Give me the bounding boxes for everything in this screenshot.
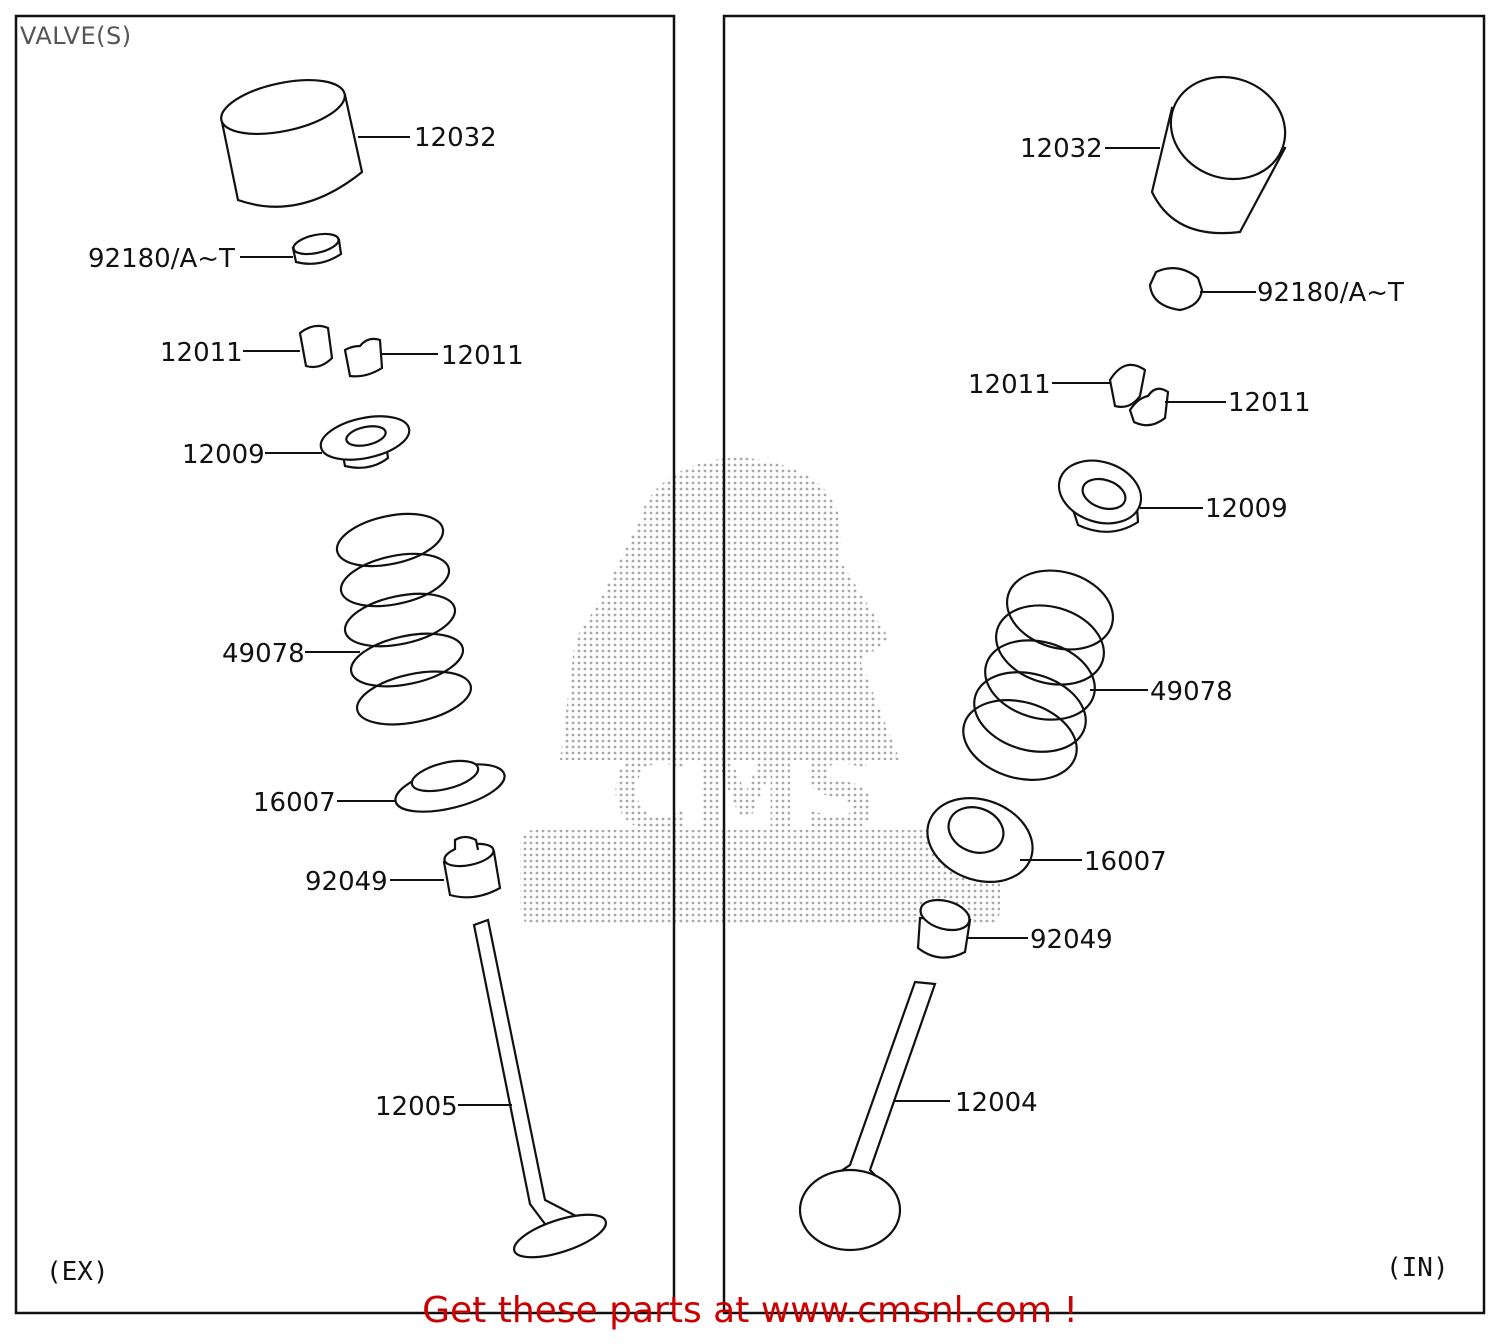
ex-retainer-label: 12009 <box>182 440 265 470</box>
ex-valve-part <box>458 918 608 1259</box>
ex-spring-label: 49078 <box>222 639 305 669</box>
ex-tappet-part <box>220 79 410 208</box>
ex-cotter-left-label: 12011 <box>160 338 243 368</box>
ex-panel-frame <box>14 14 676 1315</box>
in-panel: 12032 92180/A~T 12011 12011 12009 49078 … <box>798 75 1449 1283</box>
ex-spring-seat-label: 16007 <box>253 788 336 818</box>
ex-valve-label: 12005 <box>375 1092 458 1122</box>
ex-cotter-right-label: 12011 <box>441 341 524 371</box>
in-spring-seat-label: 16007 <box>1084 847 1167 877</box>
in-oil-seal-part <box>916 898 1028 959</box>
in-spring-label: 49078 <box>1150 677 1233 707</box>
ex-tappet-label: 12032 <box>414 123 497 153</box>
in-tappet-label: 12032 <box>1020 134 1103 164</box>
diagram-title: VALVE(S) <box>20 22 132 50</box>
in-spring-seat-part <box>926 797 1082 883</box>
in-shim-label: 92180/A~T <box>1257 278 1404 308</box>
ex-panel: 12032 92180/A~T 12011 12011 12009 49078 … <box>46 79 608 1287</box>
in-retainer-part <box>1057 459 1203 533</box>
footer-link-text[interactable]: Get these parts at www.cmsnl.com ! <box>422 1290 1078 1331</box>
ex-cotters-part <box>243 324 438 378</box>
in-shim-part <box>1148 267 1256 312</box>
in-panel-frame <box>722 14 1486 1315</box>
in-cotter-right-label: 12011 <box>1228 388 1311 418</box>
ex-oil-seal-label: 92049 <box>305 867 388 897</box>
in-cotter-left-label: 12011 <box>968 370 1051 400</box>
in-retainer-label: 12009 <box>1205 494 1288 524</box>
ex-spring-part <box>305 512 473 726</box>
in-panel-tag: (IN) <box>1386 1253 1449 1283</box>
ex-shim-label: 92180/A~T <box>88 244 235 274</box>
in-cotters-part <box>1052 363 1226 427</box>
in-oil-seal-label: 92049 <box>1030 925 1113 955</box>
ex-oil-seal-part <box>390 835 502 899</box>
svg-text:CMS: CMS <box>610 728 879 856</box>
cmsnl-watermark-logo: CMS <box>520 457 1000 925</box>
in-tappet-part <box>1105 75 1287 235</box>
in-spring-part <box>962 569 1148 781</box>
ex-retainer-part <box>265 415 411 469</box>
ex-shim-part <box>240 232 343 265</box>
ex-panel-tag: (EX) <box>46 1257 109 1287</box>
in-valve-part <box>798 980 950 1252</box>
ex-spring-seat-part <box>337 759 506 813</box>
in-valve-label: 12004 <box>955 1088 1038 1118</box>
